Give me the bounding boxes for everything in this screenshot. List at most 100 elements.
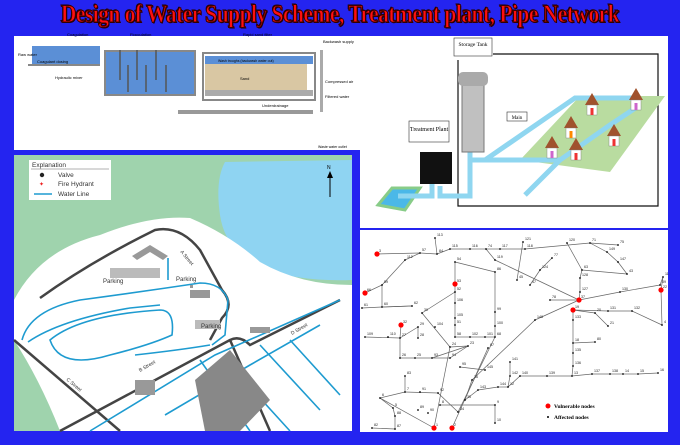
network-node bbox=[477, 389, 479, 391]
house-icon bbox=[564, 116, 578, 139]
node-label: 24 bbox=[452, 342, 456, 346]
network-node bbox=[399, 357, 401, 359]
pipe-edge bbox=[631, 310, 663, 326]
node-label: 27 bbox=[402, 333, 406, 337]
house-icon bbox=[585, 93, 599, 116]
node-label: 29 bbox=[420, 322, 424, 326]
pipe-edge bbox=[361, 306, 383, 309]
pipe-edge bbox=[589, 242, 619, 246]
node-label: 104 bbox=[437, 322, 443, 326]
network-node bbox=[454, 336, 456, 338]
node-label: 137 bbox=[594, 369, 600, 373]
node-label: 37 bbox=[581, 295, 585, 299]
node-label: 3 bbox=[379, 249, 381, 253]
network-node bbox=[529, 284, 531, 286]
pipes bbox=[398, 95, 642, 199]
network-node bbox=[414, 357, 416, 359]
node-label: 147 bbox=[620, 257, 626, 261]
label-source: Source bbox=[374, 212, 387, 217]
network-node bbox=[484, 336, 486, 338]
node-label: 116 bbox=[472, 244, 478, 248]
network-node bbox=[464, 399, 466, 401]
pipe-edge bbox=[589, 242, 608, 253]
pipe-edge bbox=[617, 261, 628, 275]
legend-vulnerable: Vulnerable nodes bbox=[554, 404, 595, 410]
affected-legend-marker bbox=[547, 416, 549, 418]
pipe-edge bbox=[421, 312, 451, 348]
label-underdrainage: Underdrainage bbox=[262, 103, 289, 108]
network-node bbox=[399, 337, 401, 339]
node-label: 128 bbox=[582, 273, 588, 277]
node-label: 34 bbox=[460, 407, 464, 411]
vulnerable-node bbox=[431, 425, 437, 431]
node-label: 16 bbox=[660, 368, 664, 372]
network-node bbox=[394, 428, 396, 430]
network-node bbox=[607, 310, 609, 312]
network-node bbox=[454, 291, 456, 293]
pipe-edge bbox=[594, 312, 609, 327]
pipe-edge bbox=[431, 345, 469, 359]
network-node bbox=[534, 319, 536, 321]
vulnerable-node bbox=[374, 251, 380, 257]
node-label: 36 bbox=[474, 375, 478, 379]
node-label: 6 bbox=[382, 393, 384, 397]
legend-affected: Affected nodes bbox=[554, 415, 589, 421]
label-treatment-plant: Treatment Plant bbox=[410, 127, 449, 133]
treatment-process-diagram: Raw water Coagulant dosing Coagulation F… bbox=[14, 32, 360, 150]
network-node bbox=[449, 248, 451, 250]
node-label: 91 bbox=[422, 387, 426, 391]
pipe-edge bbox=[539, 257, 553, 271]
node-label: 10 bbox=[497, 418, 501, 422]
node-label: 138 bbox=[612, 369, 618, 373]
network-node bbox=[594, 341, 596, 343]
house-icon bbox=[569, 138, 583, 161]
network-node bbox=[404, 375, 406, 377]
node-label: 35 bbox=[467, 395, 471, 399]
land-area bbox=[14, 217, 352, 431]
node-label: 90 bbox=[430, 408, 434, 412]
pipe-edge bbox=[507, 375, 521, 388]
pipe-edge bbox=[434, 237, 438, 255]
node-label: 144 bbox=[500, 382, 506, 386]
node-label: 28 bbox=[420, 333, 424, 337]
pipe-edge bbox=[660, 289, 663, 326]
pipe-edge bbox=[457, 336, 496, 413]
network-node bbox=[579, 277, 581, 279]
vulnerable-node bbox=[362, 290, 368, 296]
network-node bbox=[579, 291, 581, 293]
pipe-edge bbox=[433, 346, 451, 429]
node-label: 131 bbox=[610, 306, 616, 310]
valve-icon bbox=[39, 172, 45, 178]
node-label: 75 bbox=[620, 240, 624, 244]
pipe-edge bbox=[534, 299, 580, 321]
network-node bbox=[497, 386, 499, 388]
network-node bbox=[417, 409, 419, 411]
node-label: 112 bbox=[407, 255, 413, 259]
node-label: 87 bbox=[397, 424, 401, 428]
pipe-edge bbox=[449, 345, 469, 359]
network-node bbox=[471, 379, 473, 381]
node-label: 148 bbox=[537, 315, 543, 319]
label-raw-water: Raw water bbox=[18, 52, 38, 57]
pipe-edge bbox=[459, 366, 486, 371]
network-node bbox=[454, 261, 456, 263]
label-backwash: Backwash supply bbox=[323, 39, 354, 44]
network-node bbox=[371, 427, 373, 429]
network-node bbox=[485, 248, 487, 250]
network-node bbox=[467, 345, 469, 347]
network-node bbox=[572, 365, 574, 367]
network-node bbox=[589, 242, 591, 244]
house-icon bbox=[545, 136, 559, 159]
node-label: 109 bbox=[367, 332, 373, 336]
node-label: 110 bbox=[390, 332, 396, 336]
node-label: 119 bbox=[497, 255, 503, 259]
node-label: 25 bbox=[417, 353, 421, 357]
node-label: 68 bbox=[497, 332, 501, 336]
network-node bbox=[661, 324, 663, 326]
node-label: 133 bbox=[575, 315, 581, 319]
network-node bbox=[594, 312, 596, 314]
pipe-edge bbox=[399, 326, 419, 339]
node-label: 139 bbox=[549, 371, 555, 375]
pipe-edge bbox=[581, 269, 628, 275]
